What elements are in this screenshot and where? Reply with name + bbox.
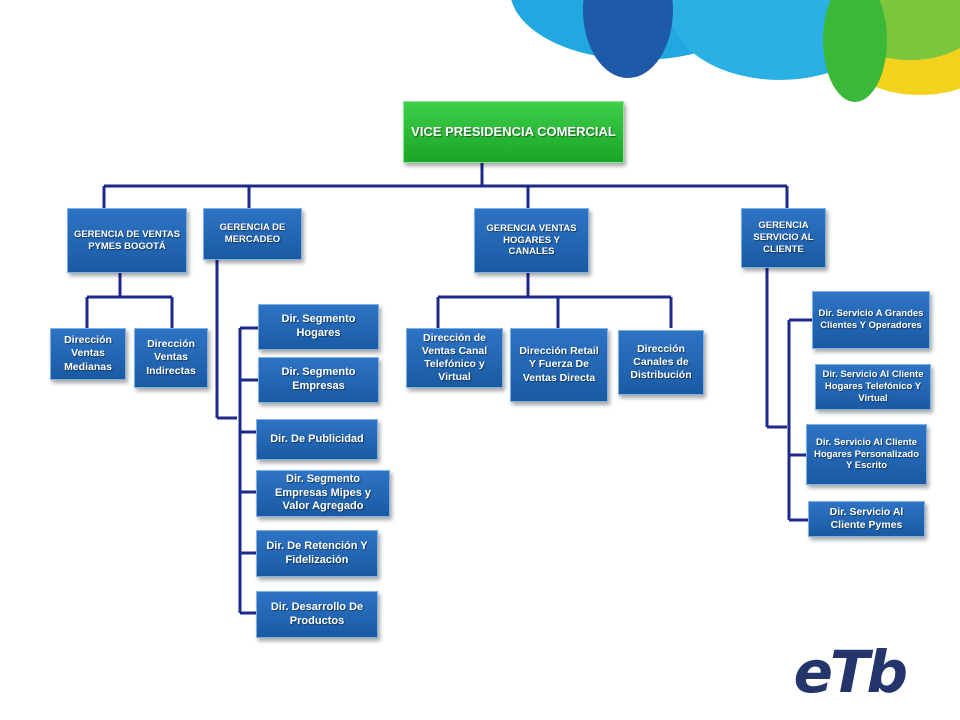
org-node-dir-servicio-grandes-clientes: Dir. Servicio A Grandes Clientes Y Opera… — [812, 291, 930, 349]
org-node-label: Dirección de Ventas Canal Telefónico y V… — [421, 331, 488, 384]
org-node-label: GERENCIA DE MERCADEO — [219, 222, 286, 245]
org-node-label: Dirección Ventas Medianas — [64, 334, 112, 373]
org-node-label: Dir. De Retención Y Fidelización — [266, 539, 368, 566]
org-node-label: Dirección Ventas Indirectas — [146, 338, 196, 377]
org-node-label: Dir. Servicio Al Cliente Hogares Telefón… — [822, 369, 924, 404]
etb-logo: eTb — [793, 638, 908, 706]
org-node-direccion-ventas-medianas: Dirección Ventas Medianas — [50, 328, 126, 380]
org-node-dir-retencion-fidelizacion: Dir. De Retención Y Fidelización — [256, 530, 378, 577]
org-node-label: GERENCIA SERVICIO AL CLIENTE — [753, 220, 814, 255]
org-node-label: Dir. De Publicidad — [270, 432, 364, 445]
org-node-vice-presidencia: VICE PRESIDENCIA COMERCIAL — [403, 101, 624, 163]
org-node-label: Dirección Canales de Distribución — [630, 342, 692, 382]
org-node-dir-servicio-pymes: Dir. Servicio Al Cliente Pymes — [808, 501, 925, 537]
deco-navy-shape — [583, 0, 673, 78]
org-node-label: GERENCIA VENTAS HOGARES Y CANALES — [486, 222, 577, 258]
org-node-direccion-ventas-indirectas: Dirección Ventas Indirectas — [134, 328, 208, 388]
org-node-label: Dir. Desarrollo De Productos — [270, 600, 364, 627]
org-node-label: Dir. Servicio Al Cliente Pymes — [829, 505, 904, 531]
org-node-direccion-canales-distribucion: Dirección Canales de Distribución — [618, 330, 704, 395]
org-node-dir-desarrollo-productos: Dir. Desarrollo De Productos — [256, 591, 378, 638]
org-node-dir-servicio-hogares-personalizado: Dir. Servicio Al Cliente Hogares Persona… — [806, 424, 927, 485]
org-node-dir-servicio-hogares-telefonico: Dir. Servicio Al Cliente Hogares Telefón… — [815, 364, 931, 410]
org-node-direccion-ventas-canal-telefonico: Dirección de Ventas Canal Telefónico y V… — [406, 328, 503, 388]
org-node-label: Dir. Segmento Empresas — [281, 366, 356, 392]
org-node-label: VICE PRESIDENCIA COMERCIAL — [411, 123, 616, 139]
org-node-gerencia-ventas-hogares: GERENCIA VENTAS HOGARES Y CANALES — [474, 208, 589, 273]
org-node-dir-publicidad: Dir. De Publicidad — [256, 419, 378, 460]
org-node-dir-segmento-empresas: Dir. Segmento Empresas — [258, 357, 379, 403]
org-node-label: Dir. Segmento Hogares — [281, 313, 356, 339]
org-node-dir-segmento-hogares: Dir. Segmento Hogares — [258, 304, 379, 350]
org-node-label: GERENCIA DE VENTAS PYMES BOGOTÁ — [73, 228, 181, 252]
org-node-gerencia-ventas-pymes: GERENCIA DE VENTAS PYMES BOGOTÁ — [67, 208, 187, 273]
org-node-label: Dirección Retail Y Fuerza De Ventas Dire… — [519, 345, 599, 384]
org-node-label: Dir. Segmento Empresas Mipes y Valor Agr… — [275, 472, 371, 513]
org-node-gerencia-servicio-cliente: GERENCIA SERVICIO AL CLIENTE — [741, 208, 826, 268]
org-node-label: Dir. Servicio A Grandes Clientes Y Opera… — [818, 308, 924, 331]
deco-green-shape — [823, 0, 887, 102]
org-node-dir-segmento-empresas-mipes: Dir. Segmento Empresas Mipes y Valor Agr… — [256, 470, 390, 517]
org-node-label: Dir. Servicio Al Cliente Hogares Persona… — [813, 436, 920, 472]
org-node-gerencia-mercadeo: GERENCIA DE MERCADEO — [203, 208, 302, 260]
org-node-direccion-retail: Dirección Retail Y Fuerza De Ventas Dire… — [510, 328, 608, 402]
